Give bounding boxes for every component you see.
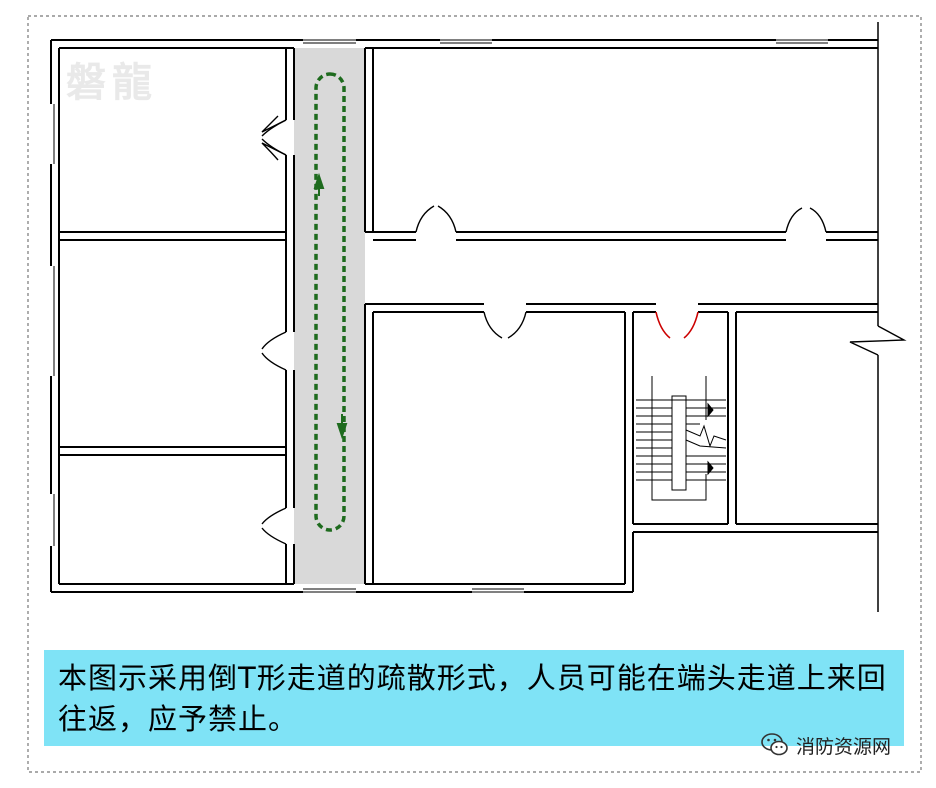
walls: [49, 22, 879, 612]
outer-frame: [27, 15, 922, 773]
logo-text: 磐龍: [66, 60, 158, 106]
stair-door: [655, 311, 699, 339]
back-and-forth-path: [313, 72, 348, 532]
caption-text: 本图示采用倒T形走道的疏散形式，人员可能在端头走道上来回往返，应予禁止。: [58, 661, 887, 736]
dead-end-corridor: [294, 48, 365, 584]
down-arrow-icon: [336, 414, 348, 440]
up-arrow-icon: [313, 172, 325, 196]
stairwell: [636, 376, 727, 501]
watermark: 消防资源网: [760, 728, 891, 762]
watermark-text: 消防资源网: [796, 735, 892, 758]
wechat-icon: [761, 733, 788, 756]
doors: [261, 115, 907, 545]
caption-box: [44, 650, 904, 746]
